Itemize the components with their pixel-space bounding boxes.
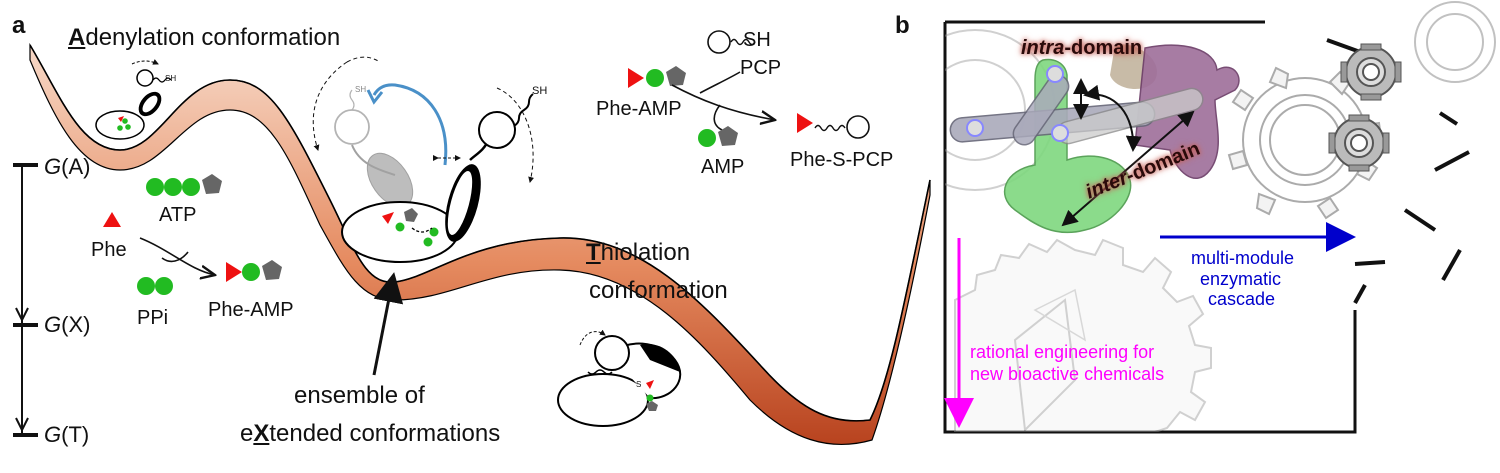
pcp-label: PCP	[740, 57, 782, 79]
conformational-change-arrow-icon	[372, 83, 448, 166]
phe-icon	[103, 212, 121, 227]
adenylation-sh-label: SH	[165, 74, 177, 83]
panel-a: a Adenylation conformation G(A) G(X) G(T…	[12, 12, 931, 446]
ghost-pcp-icon	[334, 89, 414, 208]
energy-ga-label: G(A)	[44, 156, 90, 178]
cascade-line1: multi-module	[1191, 248, 1295, 268]
background-gears	[945, 29, 1212, 432]
phe-amp-product-icon	[226, 260, 282, 282]
ppi-icon	[137, 277, 173, 295]
ghost-sh-label: SH	[355, 85, 367, 94]
energy-axis	[13, 163, 38, 437]
panel-a-letter: a	[12, 12, 26, 39]
ensemble-pre: e	[240, 420, 254, 447]
adenylation-cap: A	[68, 24, 86, 51]
panel-b-frame	[943, 20, 1357, 434]
gt-prefix: G	[44, 422, 62, 447]
broken-frame-segments	[1326, 38, 1470, 304]
phe-s-pcp-label: Phe-S-PCP	[790, 149, 894, 171]
sh-label: SH	[743, 29, 771, 51]
intra-domain-label: intra-domain	[1021, 38, 1142, 58]
phe-label: Phe	[91, 239, 127, 261]
ensemble-cap: X	[253, 420, 270, 447]
energy-gt-label: G(T)	[44, 424, 89, 446]
atp-icon	[146, 174, 222, 196]
thiolation-rest: hiolation	[600, 239, 691, 266]
intra-italic: intra	[1021, 37, 1065, 59]
amp-icon	[698, 126, 738, 147]
cascade-line2: enzymatic	[1200, 268, 1282, 289]
phe-amp-product-label: Phe-AMP	[208, 299, 294, 321]
energy-gx-label: G(X)	[44, 314, 90, 336]
intra-rest: -domain	[1064, 37, 1143, 59]
ppi-label: PPi	[137, 307, 169, 329]
cascade-line3: cascade	[1208, 289, 1276, 310]
ensemble-label-line1: ensemble of	[294, 382, 425, 409]
panel-a-graphics	[13, 30, 931, 446]
engineering-line1: rational engineering for	[970, 342, 1155, 362]
adenylation-rest: denylation conformation	[85, 24, 341, 51]
gt-suffix: (T)	[61, 422, 90, 447]
ensemble-pointer-arrow	[372, 272, 404, 376]
thiolation-s-label: S	[636, 380, 642, 389]
atp-label: ATP	[159, 204, 197, 226]
energy-landscape-ribbon	[29, 42, 931, 446]
thiolation-cap: T	[586, 239, 601, 266]
extended-enzyme-icon	[341, 87, 535, 263]
ensemble-label-line2: eXtended conformations	[240, 422, 500, 446]
double-headed-arrow-icon	[1061, 110, 1195, 227]
gear-icon	[1414, 1, 1496, 83]
gear-icon	[1328, 114, 1390, 172]
extended-sh-label: SH	[532, 85, 548, 97]
phe-amp-substrate-label: Phe-AMP	[596, 98, 682, 120]
gear-icon	[1340, 43, 1402, 101]
panel-b: b intra-domain inter-domain multi-module…	[895, 0, 1500, 473]
pcp-sh-icon	[707, 30, 756, 54]
thiolation-conformation-label-line2: conformation	[589, 277, 728, 304]
gx-suffix: (X)	[61, 312, 91, 337]
amp-label: AMP	[701, 156, 745, 178]
ensemble-post: tended conformations	[269, 420, 501, 447]
engineering-label: rational engineering for new bioactive c…	[970, 342, 1164, 385]
panel-b-letter: b	[895, 12, 910, 39]
panel-b-graphics	[943, 1, 1496, 434]
ga-prefix: G	[44, 154, 62, 179]
ga-suffix: (A)	[61, 154, 91, 179]
thiolation-conformation-label-line1: Thiolation	[586, 241, 690, 265]
thiolation-enzyme-icon	[557, 329, 682, 427]
phe-s-pcp-icon	[797, 113, 870, 139]
reaction-arrow-icon	[139, 237, 215, 275]
adenylation-conformation-label: Adenylation conformation	[68, 26, 340, 50]
cascade-label: multi-module enzymatic cascade	[1191, 248, 1294, 310]
gear-icon	[954, 238, 1212, 432]
adenylation-enzyme-icon	[95, 59, 172, 140]
gx-prefix: G	[44, 312, 62, 337]
engineering-line2: new bioactive chemicals	[970, 363, 1165, 384]
phe-amp-substrate-icon	[628, 66, 686, 88]
